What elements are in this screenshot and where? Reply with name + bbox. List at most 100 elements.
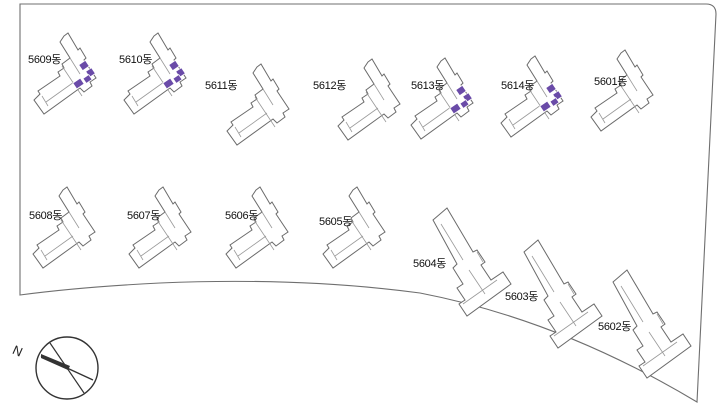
building-inner-line <box>422 106 452 128</box>
building-5611[interactable]: 5611동 <box>205 63 290 146</box>
building-footprint <box>500 55 564 138</box>
building-outline <box>123 32 187 115</box>
building-5612[interactable]: 5612동 <box>313 58 401 141</box>
building-outline <box>322 186 386 269</box>
highlighted-unit[interactable] <box>172 74 183 84</box>
compass-north-label: N <box>10 342 25 360</box>
building-outline <box>226 63 290 146</box>
highlighted-unit[interactable] <box>455 84 467 97</box>
building-inner-line <box>476 251 484 263</box>
building-label: 5608동 <box>29 210 62 222</box>
building-5603[interactable]: 5603동 <box>505 239 603 349</box>
building-outline <box>590 49 654 132</box>
building-inner-line <box>253 219 275 251</box>
building-5608[interactable]: 5608동 <box>29 186 96 269</box>
building-inner-line <box>602 98 632 120</box>
building-outline <box>33 32 97 115</box>
building-5606[interactable]: 5606동 <box>225 186 289 269</box>
building-inner-line <box>159 57 171 75</box>
building-inner-line <box>233 249 241 261</box>
building-label: 5610동 <box>119 54 152 66</box>
building-inner-line <box>40 249 48 261</box>
building-footprint <box>128 186 192 269</box>
building-inner-line <box>626 74 638 92</box>
building-inner-line <box>334 235 364 257</box>
building-inner-line <box>60 219 82 251</box>
building-inner-line <box>656 313 664 325</box>
highlighted-unit[interactable] <box>162 77 175 90</box>
highlighted-unit[interactable] <box>72 77 85 90</box>
building-inner-line <box>61 65 83 97</box>
building-label: 5609동 <box>28 54 61 66</box>
building-outline <box>32 186 96 269</box>
highlighted-unit[interactable] <box>168 59 180 72</box>
highlighted-unit[interactable] <box>459 99 470 109</box>
building-inner-line <box>567 283 575 295</box>
building-label: 5607동 <box>127 210 160 222</box>
building-inner-line <box>418 120 426 132</box>
building-outline <box>432 207 512 317</box>
building-5609[interactable]: 5609동 <box>28 32 97 115</box>
building-label: 5613동 <box>411 80 444 92</box>
building-outline <box>128 186 192 269</box>
building-label: 5604동 <box>413 258 446 270</box>
building-outline <box>612 269 692 379</box>
building-inner-line <box>45 81 75 103</box>
building-label: 5605동 <box>319 216 352 228</box>
highlighted-unit[interactable] <box>82 74 93 84</box>
building-5605[interactable]: 5605동 <box>319 186 386 269</box>
highlighted-unit[interactable] <box>545 82 557 95</box>
building-inner-line <box>553 311 589 337</box>
highlighted-unit[interactable] <box>549 97 560 107</box>
building-outline <box>337 58 401 141</box>
building-inner-line <box>365 91 387 123</box>
building-5607[interactable]: 5607동 <box>127 186 192 269</box>
building-footprint <box>612 269 692 379</box>
building-inner-line <box>254 96 276 128</box>
building-label: 5612동 <box>313 80 346 92</box>
highlighted-unit[interactable] <box>539 100 552 113</box>
building-inner-line <box>512 104 542 126</box>
building-label: 5602동 <box>598 321 631 333</box>
building-label: 5611동 <box>205 80 237 92</box>
building-footprint <box>123 32 187 115</box>
building-footprint <box>32 186 96 269</box>
building-inner-line <box>438 90 460 122</box>
building-footprint <box>322 186 386 269</box>
building-outline <box>523 239 603 349</box>
building-inner-line <box>136 249 144 261</box>
building-footprint <box>225 186 289 269</box>
site-boundary <box>19 3 717 403</box>
building-outline <box>225 186 289 269</box>
building-inner-line <box>620 285 644 323</box>
building-footprint <box>33 32 97 115</box>
building-inner-line <box>237 235 267 257</box>
building-inner-line <box>69 57 81 75</box>
building-5613[interactable]: 5613동 <box>410 57 474 140</box>
building-inner-line <box>234 126 242 138</box>
building-inner-line <box>528 88 550 120</box>
building-inner-line <box>238 112 268 134</box>
building-inner-line <box>446 82 458 100</box>
highlighted-unit[interactable] <box>78 59 90 72</box>
building-footprint <box>590 49 654 132</box>
building-label: 5606동 <box>225 210 258 222</box>
building-inner-line <box>350 219 372 251</box>
building-inner-line <box>440 223 464 261</box>
building-5610[interactable]: 5610동 <box>119 32 187 115</box>
building-inner-line <box>462 279 498 305</box>
building-inner-line <box>358 211 370 229</box>
building-footprint <box>432 207 512 317</box>
building-inner-line <box>598 112 606 124</box>
building-inner-line <box>156 219 178 251</box>
building-5602[interactable]: 5602동 <box>598 269 692 379</box>
building-5614[interactable]: 5614동 <box>500 55 564 138</box>
building-inner-line <box>135 81 165 103</box>
building-5601[interactable]: 5601동 <box>590 49 654 132</box>
building-outline <box>500 55 564 138</box>
highlighted-unit[interactable] <box>449 102 462 115</box>
building-inner-line <box>68 211 80 229</box>
building-footprint <box>410 57 474 140</box>
building-5604[interactable]: 5604동 <box>413 207 512 317</box>
